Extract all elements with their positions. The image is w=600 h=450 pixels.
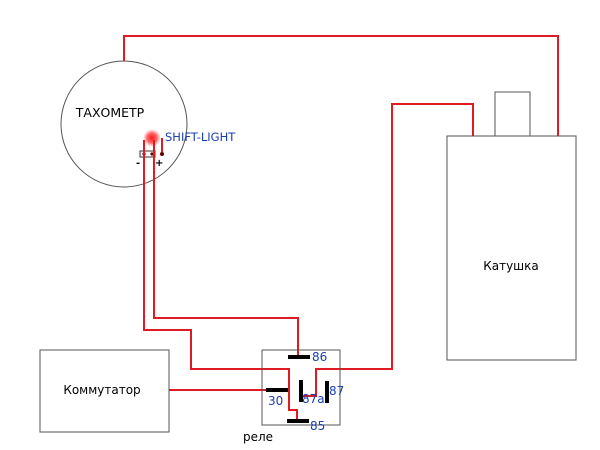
relay-pin-85 <box>287 419 309 423</box>
connector-pin-mid <box>150 152 154 156</box>
connector-pin-plus <box>160 152 164 156</box>
wire-tach-to-relay-85 <box>143 140 298 421</box>
relay-pin-85-label: 85 <box>310 419 325 433</box>
wire-tach-to-relay-86 <box>153 140 299 357</box>
relay-pin-86-label: 86 <box>312 350 327 364</box>
relay-pin-30 <box>266 388 288 392</box>
relay-pins <box>266 355 329 423</box>
commutator-body <box>39 349 170 433</box>
wire-relay-87a-to-coil <box>304 103 474 397</box>
wire-tach-to-coil <box>123 35 559 136</box>
relay-pin-87-label: 87 <box>329 384 344 398</box>
relay-pin-86 <box>288 355 310 359</box>
shift-light-label: SHIFT-LIGHT <box>165 130 236 144</box>
commutator-label: Коммутатор <box>63 383 140 397</box>
relay-pin-30-label: 30 <box>268 394 283 408</box>
shift-light-lamp <box>143 129 161 147</box>
relay-label: реле <box>243 430 273 444</box>
terminal-minus-label: - <box>136 158 140 169</box>
relay-body <box>261 349 341 426</box>
wires <box>123 35 559 421</box>
tachometer-label: ТАХОМЕТР <box>75 105 145 120</box>
tachometer-body <box>60 60 188 188</box>
coil-body <box>446 135 577 361</box>
relay-pin-87a <box>299 380 303 402</box>
coil-cap <box>494 91 531 137</box>
relay-pin-87a-label: 87a <box>302 392 325 406</box>
relay-pin-87 <box>325 381 329 403</box>
terminal-plus-label: + <box>155 158 163 169</box>
coil-label: Катушка <box>483 259 539 273</box>
